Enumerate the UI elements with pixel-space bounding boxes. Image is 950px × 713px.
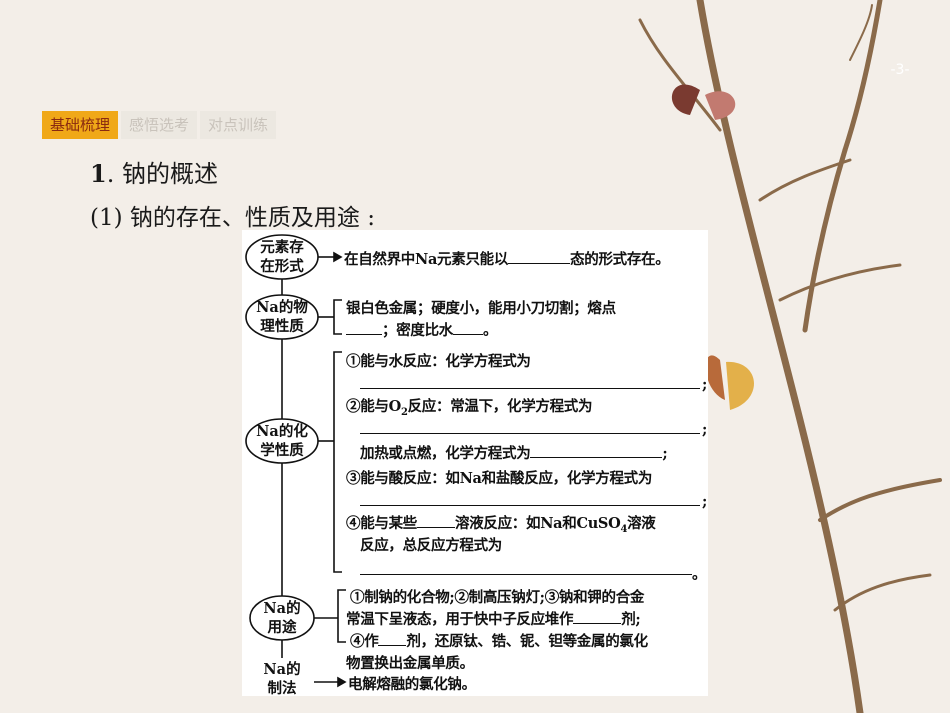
physical-line-2: ；密度比水。 [346,319,498,340]
node-existence: 元素存 在形式 [260,239,304,275]
section-heading: 1. 钠的概述 [90,154,218,189]
node-preparation: Na的 制法 [263,661,301,697]
blank-existence [508,249,571,264]
blank-acid-equation [360,505,700,506]
uses-line-1: ①制钠的化合物;②制高压钠灯;③钠和钾的合金 [350,589,645,606]
existence-text: 在自然界中Na元素只能以态的形式存在。 [344,249,670,268]
chemical-item-4-line-2: 反应，总反应方程式为 [360,537,502,554]
section-title: . 钠的概述 [106,160,218,188]
tab-insight[interactable]: 感悟选考 [121,111,198,139]
chemical-item-2: ②能与O2反应：常温下，化学方程式为 [346,398,593,418]
blank-oxygen-room-equation [360,433,700,434]
chemical-item-3: ③能与酸反应：如Na和盐酸反应，化学方程式为 [346,470,653,487]
chemical-item-1: ①能与水反应：化学方程式为 [346,353,531,370]
uses-line-2: 常温下呈液态，用于快中子反应堆作剂; [346,609,641,628]
sodium-concept-diagram: 元素存 在形式 Na的物 理性质 Na的化 学性质 Na的 用途 Na的 制法 … [242,230,708,697]
chemical-item-2-heat: 加热或点燃，化学方程式为; [360,443,668,462]
blank-water-equation [360,388,700,389]
subsection-heading: (1) 钠的存在、性质及用途 : [90,205,375,231]
tab-basics[interactable]: 基础梳理 [42,111,119,139]
section-number: 1 [90,159,107,188]
preparation-text: 电解熔融的氯化钠。 [348,676,476,693]
tab-practice[interactable]: 对点训练 [200,111,277,139]
node-chemical: Na的化 学性质 [256,423,308,459]
semicolon-3: ; [702,493,708,510]
chemical-item-4: ④能与某些溶液反应：如Na和CuSO4溶液 [346,513,656,535]
period-chemical: 。 [692,566,707,583]
blank-melting-point [346,320,382,335]
semicolon-2: ; [702,421,708,438]
uses-line-3: ④作剂，还原钛、锆、铌、钽等金属的氯化 [350,631,648,650]
tab-bar: 基础梳理 感悟选考 对点训练 [42,111,277,139]
blank-density [453,320,483,335]
node-uses: Na的 用途 [263,600,301,636]
blank-salt-type [417,513,455,528]
node-physical: Na的物 理性质 [256,299,308,335]
page-number: -3- [890,62,910,78]
semicolon-1: ; [702,376,708,393]
blank-coolant [573,609,622,624]
blank-salt-equation [360,574,692,575]
blank-oxygen-heat-equation [530,443,663,458]
blank-reducing-agent [378,631,407,646]
physical-line-1: 银白色金属；硬度小，能用小刀切割；熔点 [346,300,616,317]
uses-line-4: 物置换出金属单质。 [346,655,474,672]
diagram-lines [245,234,347,688]
